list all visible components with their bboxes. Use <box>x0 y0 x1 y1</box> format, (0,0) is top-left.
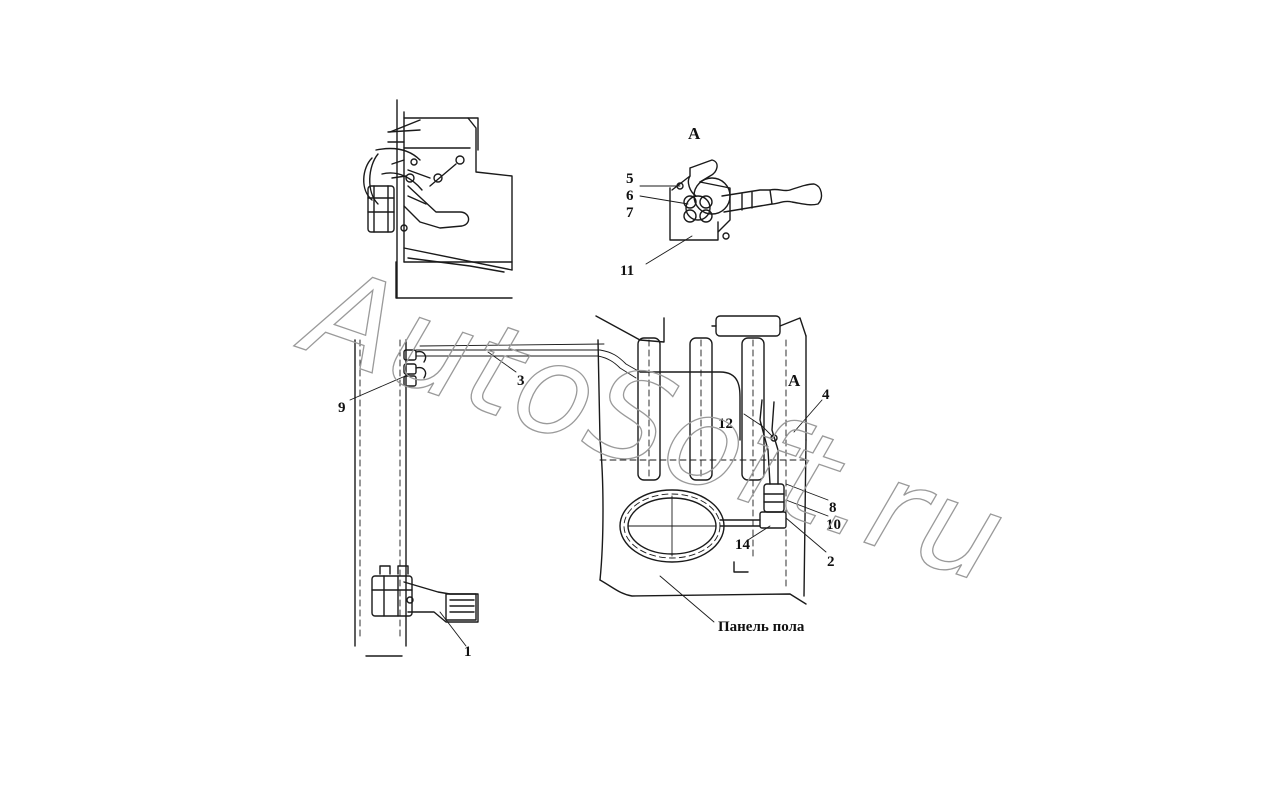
callout-1: 1 <box>464 644 472 660</box>
callout-11: 11 <box>620 263 635 279</box>
callout-4: 4 <box>822 387 830 403</box>
callout-8: 8 <box>829 500 837 516</box>
callout-7: 7 <box>626 205 634 221</box>
callout-9: 9 <box>338 400 346 416</box>
pedal-bracket-view <box>363 99 513 299</box>
callout-6: 6 <box>626 188 634 204</box>
section-a-marker: А <box>788 371 801 390</box>
detail-a-title: А <box>688 124 701 143</box>
floor-panel-caption: Панель пола <box>718 619 805 635</box>
callout-5: 5 <box>626 171 634 187</box>
callout-2: 2 <box>827 554 835 570</box>
callout-14: 14 <box>735 537 750 553</box>
floor-panel-view <box>595 315 829 623</box>
callout-3: 3 <box>517 373 525 389</box>
callout-10: 10 <box>826 517 841 533</box>
callout-12: 12 <box>718 416 733 432</box>
brake-lines <box>415 343 641 379</box>
vertical-pipe-view <box>349 339 479 657</box>
detail-a-view <box>639 159 823 265</box>
